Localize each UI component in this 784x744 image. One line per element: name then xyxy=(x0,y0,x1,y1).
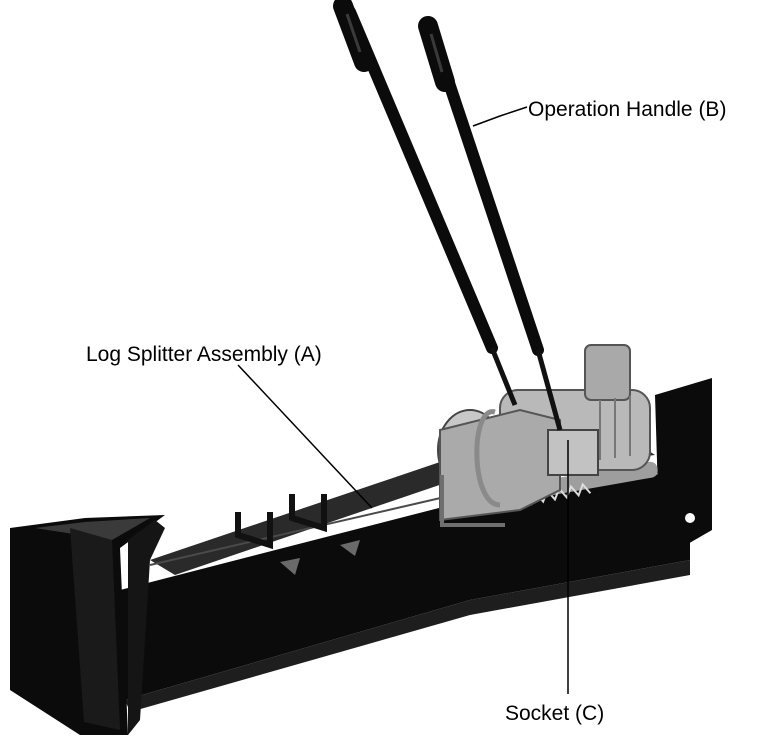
label-operation-handle: Operation Handle (B) xyxy=(528,98,726,121)
label-socket: Socket (C) xyxy=(505,702,604,725)
right-end-plate xyxy=(655,378,712,560)
leader-lines xyxy=(237,106,569,694)
left-end-plate xyxy=(10,515,165,735)
log-cradle-brackets xyxy=(235,494,327,550)
leader-operation-handle xyxy=(472,106,528,127)
leader-log-splitter-assembly xyxy=(237,364,373,509)
motor-housing xyxy=(437,344,651,527)
operation-handles xyxy=(333,0,563,431)
label-log-splitter-assembly: Log Splitter Assembly (A) xyxy=(86,343,322,366)
